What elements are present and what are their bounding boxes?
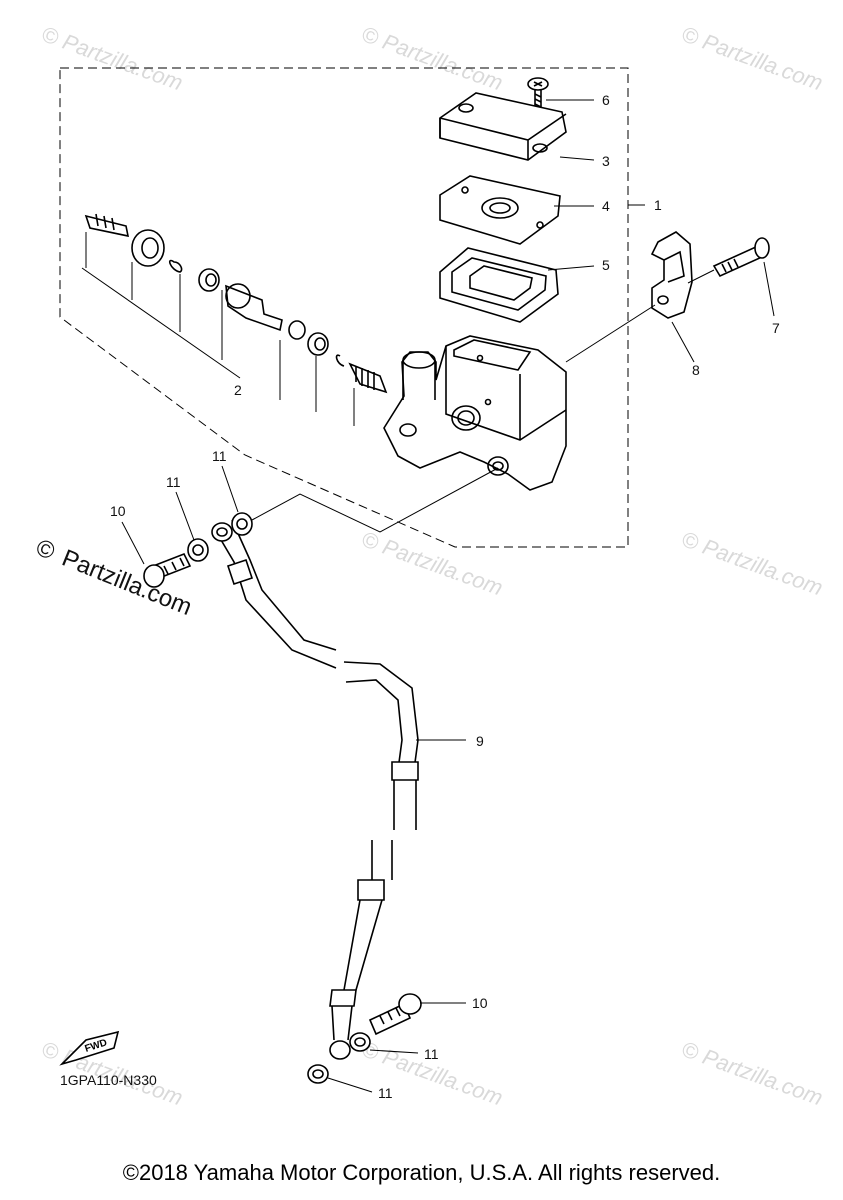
callout-8: 8 bbox=[692, 362, 700, 378]
callout-4: 4 bbox=[602, 198, 610, 214]
part-10-banjo-bolt-lower bbox=[368, 993, 422, 1036]
part-2-leaders bbox=[81, 232, 355, 426]
watermark-text: © Partzilla.com bbox=[358, 526, 506, 600]
diagram-code: 1GPA110-N330 bbox=[60, 1072, 157, 1088]
part-9-brake-hose bbox=[211, 519, 419, 1060]
watermark-text: © Partzilla.com bbox=[678, 1036, 826, 1110]
master-cylinder-body bbox=[383, 335, 567, 491]
callout-10-upper: 10 bbox=[110, 503, 126, 519]
callout-5: 5 bbox=[602, 257, 610, 273]
watermark-brand: Partzilla.com bbox=[58, 545, 195, 621]
watermark-mark: © bbox=[32, 534, 59, 566]
callout-11-lower-left: 11 bbox=[378, 1085, 393, 1101]
part-8-clamp bbox=[650, 231, 693, 319]
part-4-diaphragm-plate bbox=[439, 175, 561, 245]
part-3-reservoir-cover bbox=[439, 92, 567, 161]
assembly-boundary bbox=[59, 67, 629, 548]
partzilla-watermark: © Partzilla.com bbox=[32, 534, 195, 621]
callout-7: 7 bbox=[772, 320, 780, 336]
callout-11-upper-right: 11 bbox=[212, 448, 227, 464]
copyright-notice: ©2018 Yamaha Motor Corporation, U.S.A. A… bbox=[122, 1160, 721, 1185]
part-2-piston-kit bbox=[84, 213, 388, 394]
part-7-bolt bbox=[712, 237, 770, 278]
watermark-text: © Partzilla.com bbox=[678, 526, 826, 600]
part-10-banjo-bolt-upper bbox=[143, 552, 192, 588]
callout-2: 2 bbox=[234, 382, 242, 398]
callouts: 1 2 3 4 5 6 7 8 9 10 10 11 11 11 11 bbox=[110, 92, 780, 1101]
callout-9: 9 bbox=[476, 733, 484, 749]
callout-3: 3 bbox=[602, 153, 610, 169]
part-6-screw bbox=[527, 77, 549, 109]
part-11-washer bbox=[349, 1032, 371, 1052]
watermark-text: © Partzilla.com bbox=[678, 21, 826, 95]
part-11-washer bbox=[231, 512, 253, 536]
part-5-diaphragm bbox=[439, 247, 559, 323]
callout-11-upper-left: 11 bbox=[166, 474, 181, 490]
fwd-arrow-icon: FWD bbox=[59, 1030, 120, 1066]
part-11-washer bbox=[187, 538, 209, 562]
callout-11-lower-right: 11 bbox=[424, 1046, 439, 1062]
callout-1: 1 bbox=[654, 197, 662, 213]
callout-6: 6 bbox=[602, 92, 610, 108]
watermark-text: © Partzilla.com bbox=[358, 21, 506, 95]
callout-10-lower: 10 bbox=[472, 995, 488, 1011]
part-11-washer bbox=[307, 1064, 329, 1084]
